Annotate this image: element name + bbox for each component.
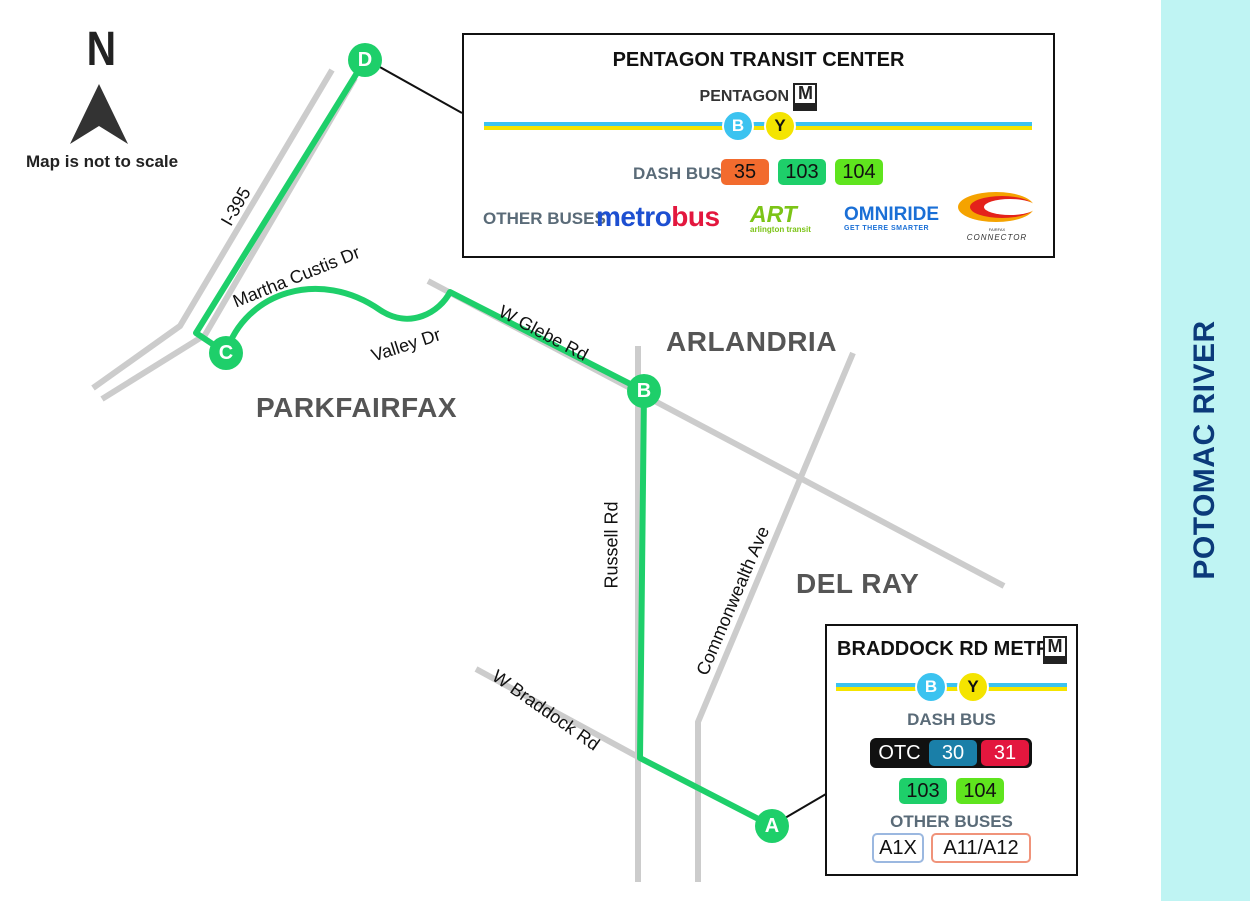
braddock-box-title: BRADDOCK RD METRO <box>837 638 1066 660</box>
stop-d[interactable]: D <box>348 43 382 77</box>
pentagon-station-name: PENTAGON <box>699 88 790 106</box>
pentagon-station-row: PENTAGON M <box>464 83 1053 111</box>
pentagon-other-label: OTHER BUSES <box>483 209 606 228</box>
i395-road <box>91 68 335 391</box>
braddock-info-box: BRADDOCK RD METRO M B Y DASH BUS OTC 30 … <box>825 624 1078 876</box>
line-b-badge: B <box>915 671 947 703</box>
line-y-badge: Y <box>764 110 796 142</box>
braddock-dash-label: DASH BUS <box>907 710 996 729</box>
metro-lines-stripe <box>484 122 1032 130</box>
route-a1x-badge: A1X <box>872 833 924 863</box>
line-b-badge: B <box>722 110 754 142</box>
route-103-badge: 103 <box>899 778 947 804</box>
metro-lines-stripe <box>836 683 1067 691</box>
route-104-badge: 104 <box>956 778 1004 804</box>
route-31-badge: 31 <box>981 740 1029 766</box>
line-y-badge: Y <box>957 671 989 703</box>
route-a11-a12-badge: A11/A12 <box>931 833 1031 863</box>
metro-logo-icon: M <box>1043 636 1067 664</box>
scale-note: Map is not to scale <box>26 152 179 171</box>
metrobus-logo: metrobus <box>596 201 720 232</box>
river-label: POTOMAC RIVER <box>1188 320 1221 580</box>
neighborhood-arlandria: ARLANDRIA <box>666 326 837 357</box>
pentagon-box-title: PENTAGON TRANSIT CENTER <box>612 49 905 71</box>
commonwealth-road-gray <box>695 351 856 882</box>
route-35-badge: 35 <box>721 159 769 185</box>
stop-b[interactable]: B <box>627 374 661 408</box>
route-otc-label: OTC <box>878 741 921 764</box>
art-logo: ART arlington transit <box>750 201 811 235</box>
route-103-badge: 103 <box>778 159 826 185</box>
omniride-logo: OMNIRIDE GET THERE SMARTER <box>844 204 939 233</box>
north-arrow-icon <box>70 84 128 144</box>
metro-logo-icon: M <box>793 83 818 111</box>
stop-c[interactable]: C <box>209 336 243 370</box>
neighborhood-del-ray: DEL RAY <box>796 568 920 599</box>
otc-route-group: OTC 30 31 <box>870 738 1032 768</box>
fairfax-swoosh-icon <box>958 192 1036 222</box>
route-104-badge: 104 <box>835 159 883 185</box>
fairfax-connector-logo: FAIRFAX CONNECTOR <box>956 188 1038 242</box>
neighborhood-parkfairfax: PARKFAIRFAX <box>256 392 457 423</box>
pentagon-info-box: PENTAGON TRANSIT CENTER PENTAGON M B Y D… <box>462 33 1055 258</box>
stop-a[interactable]: A <box>755 809 789 843</box>
braddock-other-label: OTHER BUSES <box>890 812 1013 831</box>
potomac-river <box>1161 0 1250 901</box>
w-braddock-road-gray <box>474 666 642 761</box>
route-30-badge: 30 <box>929 740 977 766</box>
pentagon-dash-label: DASH BUS <box>633 164 722 183</box>
i395-road-parallel <box>100 76 358 402</box>
road-label-russell: Russell Rd <box>601 501 622 589</box>
north-label: N <box>86 23 117 76</box>
leader-lines <box>377 65 827 819</box>
